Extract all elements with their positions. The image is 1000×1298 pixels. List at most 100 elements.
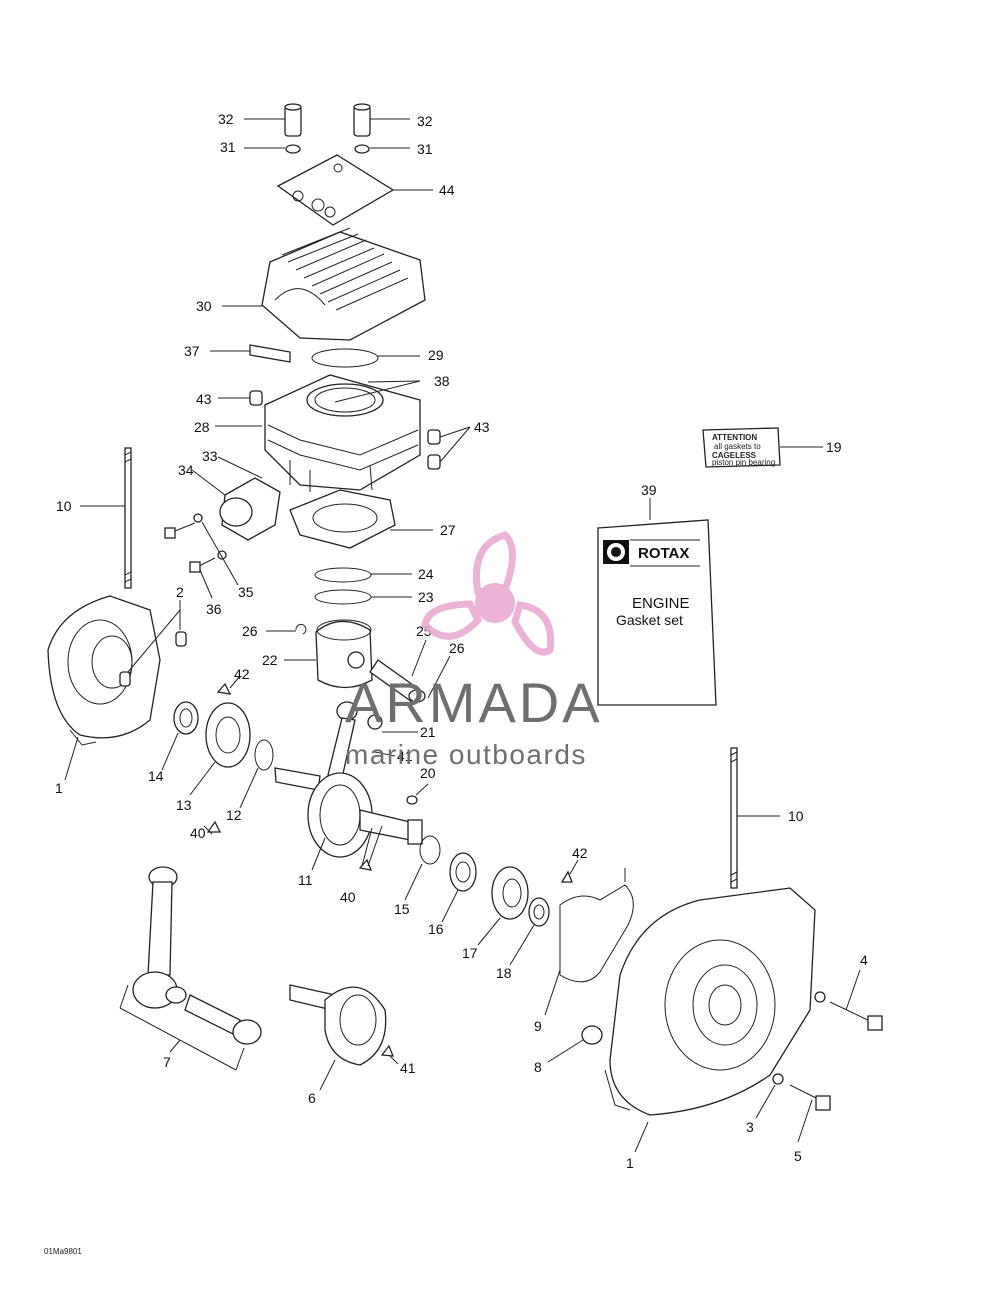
callout-1-left: 1 [55, 780, 63, 796]
callout-43-right: 43 [474, 419, 490, 435]
cylinder-head [261, 227, 426, 341]
gasket-kit-subtitle: Gasket set [616, 612, 683, 628]
crankcase-half-left [47, 595, 161, 746]
callout-31-left: 31 [220, 139, 236, 155]
callout-39: 39 [641, 482, 657, 498]
crankcase-dowel-pins [119, 631, 187, 687]
callout-5: 5 [794, 1148, 802, 1164]
crankcase-bolt-5 [789, 1084, 831, 1111]
callout-8: 8 [534, 1059, 542, 1075]
diagram-code: 01Ma9801 [44, 1247, 82, 1256]
connecting-rod-assembly [132, 866, 262, 1045]
circlip-right [419, 835, 441, 865]
woodruff-key-42-left [216, 682, 232, 695]
piston-pin-circlip [295, 623, 307, 635]
oil-seal-right [528, 897, 550, 927]
callout-2: 2 [176, 584, 184, 600]
oil-seal-left [173, 701, 199, 735]
callout-6: 6 [308, 1090, 316, 1106]
callout-13: 13 [176, 797, 192, 813]
exhaust-manifold [219, 477, 281, 541]
callout-40-left: 40 [190, 825, 206, 841]
callout-41-lower: 41 [400, 1060, 416, 1076]
propeller-logo-icon [421, 531, 555, 656]
crankcase-half-right [604, 887, 816, 1116]
callout-17: 17 [462, 945, 478, 961]
attention-line-4: piston pin bearing [712, 458, 775, 467]
callout-43-left: 43 [196, 391, 212, 407]
cylinder-dowel-left [249, 390, 263, 406]
callout-44: 44 [439, 182, 455, 198]
callout-32-right: 32 [417, 113, 433, 129]
callout-26-left: 26 [242, 623, 258, 639]
crankshaft-key-41 [380, 1044, 394, 1057]
crankcase-gasket [559, 884, 634, 983]
callout-16: 16 [428, 921, 444, 937]
callout-38: 38 [434, 373, 450, 389]
callout-4: 4 [860, 952, 868, 968]
cylinder-nut-right [353, 103, 371, 154]
callout-3: 3 [746, 1119, 754, 1135]
cylinder-dowel-right [427, 429, 441, 470]
callout-1-right: 1 [626, 1155, 634, 1171]
crankshaft-half [289, 984, 387, 1066]
gasket-kit-brand: ROTAX [638, 545, 689, 562]
crankcase-bolt-4 [814, 991, 883, 1031]
cylinder [264, 374, 421, 492]
callout-9: 9 [534, 1018, 542, 1034]
callout-10-left: 10 [56, 498, 72, 514]
crank-key [358, 858, 373, 871]
watermark-tagline: marine outboards [345, 739, 587, 770]
callout-35: 35 [238, 584, 254, 600]
callout-12: 12 [226, 807, 242, 823]
cylinder-head-o-ring [311, 348, 379, 368]
piston-ring-23 [314, 589, 372, 605]
callout-24: 24 [418, 566, 434, 582]
callout-37: 37 [184, 343, 200, 359]
crankshaft [274, 767, 423, 858]
attention-line-2: all gaskets to [714, 442, 761, 451]
cylinder-base-gasket [289, 489, 396, 549]
stud-right [730, 747, 738, 889]
main-bearing-left [205, 702, 251, 768]
attention-decal [702, 427, 781, 468]
attention-line-1: ATTENTION [712, 433, 757, 442]
callout-28: 28 [194, 419, 210, 435]
callout-40-lower: 40 [340, 889, 356, 905]
callout-30: 30 [196, 298, 212, 314]
callout-34: 34 [178, 462, 194, 478]
woodruff-key-42-right [560, 870, 573, 883]
connecting-rod [327, 701, 383, 779]
callout-42-right: 42 [572, 845, 588, 861]
watermark-brand: ARMADA [345, 671, 603, 734]
callout-7: 7 [163, 1054, 171, 1070]
callout-19: 19 [826, 439, 842, 455]
callout-42-left: 42 [234, 666, 250, 682]
crankcase-plug [581, 1025, 603, 1045]
gasket-kit-box [597, 519, 717, 706]
callout-27: 27 [440, 522, 456, 538]
washer-3 [772, 1073, 784, 1085]
callout-36: 36 [206, 601, 222, 617]
callout-33: 33 [202, 448, 218, 464]
labyrinth-seal [449, 852, 477, 892]
exhaust-plug [249, 344, 291, 363]
callout-18: 18 [496, 965, 512, 981]
gasket-kit-title: ENGINE [632, 595, 690, 612]
callout-31-right: 31 [417, 141, 433, 157]
crankpin-needle-bearing [406, 795, 418, 805]
manifold-bolt-upper [164, 513, 203, 539]
callout-26-right: 26 [449, 640, 465, 656]
circlip-left [254, 739, 274, 771]
callout-32-left: 32 [218, 111, 234, 127]
piston-ring-24 [314, 567, 372, 583]
cylinder-nut-left [284, 103, 302, 154]
callout-10-right: 10 [788, 808, 804, 824]
callout-23: 23 [418, 589, 434, 605]
callout-11: 11 [298, 872, 313, 888]
attention-line-3: CAGELESS [712, 451, 757, 460]
callout-15: 15 [394, 901, 410, 917]
callout-20: 20 [420, 765, 436, 781]
callout-14: 14 [148, 768, 164, 784]
